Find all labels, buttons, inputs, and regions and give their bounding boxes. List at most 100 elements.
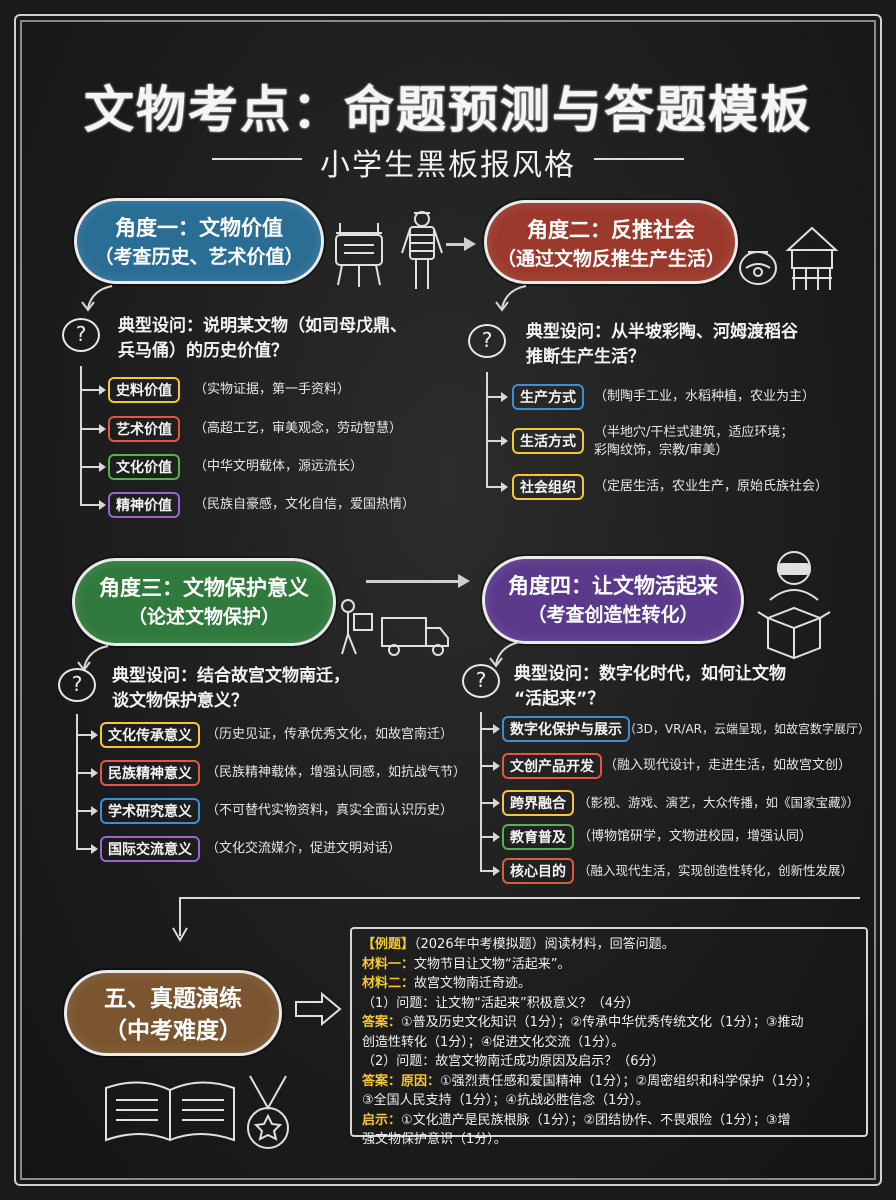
tree-branch xyxy=(480,724,500,734)
angle-4-sub: （考查创造性转化） xyxy=(527,604,699,626)
subtitle-row: 小学生黑板报风格 xyxy=(0,140,896,183)
angle-4-question: 典型设问：数字化时代，如何让文物 “活起来”？ xyxy=(514,662,786,712)
tag-national-spirit: 民族精神意义 xyxy=(100,760,200,786)
angle-3-question: 典型设问：结合故宫文物南迁， 谈文物保护意义？ xyxy=(112,664,350,714)
tag-spiritual-value: 精神价值 xyxy=(108,492,180,518)
ding-icon xyxy=(335,223,383,287)
question-icon: ? xyxy=(58,668,96,702)
tag-artistic-value: 艺术价值 xyxy=(108,416,180,442)
tag-crossover: 跨界融合 xyxy=(502,790,574,816)
tree-branch xyxy=(80,424,106,434)
tag-cultural-value: 文化价值 xyxy=(108,454,180,480)
vr-person-icon xyxy=(769,551,819,601)
desc-education: （博物馆研学，文物进校园，增强认同） xyxy=(578,829,813,844)
connector-arrow xyxy=(172,897,860,942)
angle-2-title: 角度二：反推社会 xyxy=(527,218,695,242)
delivery-drawing xyxy=(341,599,449,656)
example-line: 材料二：故宫文物南迁奇迹。 xyxy=(362,976,532,991)
tree-branch xyxy=(480,832,500,842)
delivery-icon xyxy=(341,599,373,655)
subtitle: 小学生黑板报风格 xyxy=(320,148,576,183)
cloud-angle-2: 角度二：反推社会 （通过文物反推生产生活） xyxy=(484,200,738,284)
truck-icon xyxy=(381,617,449,656)
angle-4-question-line-1: 典型设问：数字化时代，如何让文物 xyxy=(514,664,786,684)
pottery-house-drawing xyxy=(739,226,838,290)
tree-branch xyxy=(80,462,106,472)
angle-4-question-line-2: “活起来”？ xyxy=(514,689,605,709)
example-line: 答案：①普及历史文化知识（1分）；②传承中华优秀传统文化（1分）；③推动 xyxy=(362,1015,804,1030)
ding-warrior-drawing xyxy=(335,211,443,289)
angle-1-question-line-1: 典型设问：说明某文物（如司母戊鼎、 xyxy=(118,316,407,336)
example-line: （2）问题：故宫文物南迁成功原因及启示？（6分） xyxy=(362,1054,665,1069)
angle-1-question: 典型设问：说明某文物（如司母戊鼎、 兵马俑）的历史价值？ xyxy=(118,314,407,364)
warrior-icon xyxy=(401,211,443,289)
tree-line xyxy=(480,712,482,872)
subtitle-line-left xyxy=(212,158,302,160)
desc-international-exchange: （文化交流媒介，促进文明对话） xyxy=(206,841,402,856)
desc-cultural-products: （融入现代设计，走进生活，如故宫文创） xyxy=(604,758,852,773)
example-line: 答案：原因：①强烈责任感和爱国精神（1分）；②周密组织和科学保护（1分）； xyxy=(362,1073,818,1089)
box-icon xyxy=(757,606,831,660)
desc-lifestyle: （半地穴/干栏式建筑，适应环境； 彩陶纹饰，宗教/审美） xyxy=(594,424,793,460)
tag-lifestyle: 生活方式 xyxy=(512,428,584,454)
tree-branch xyxy=(76,768,98,778)
angle-2-sub: （通过文物反推生产生活） xyxy=(496,248,725,270)
desc-national-spirit: （民族精神载体，增强认同感，如抗战气节） xyxy=(206,765,467,780)
desc-lifestyle-line-1: （半地穴/干栏式建筑，适应环境； xyxy=(594,425,794,440)
desc-historical-value: （实物证据，第一手资料） xyxy=(194,382,351,397)
tag-social-organization: 社会组织 xyxy=(512,474,584,500)
desc-academic-research: （不可替代实物资料，真实全面认识历史） xyxy=(206,803,454,818)
practice-title: 五、真题演练 xyxy=(104,986,242,1012)
vr-box-drawing xyxy=(757,551,831,660)
tree-branch xyxy=(76,844,98,854)
book-icon xyxy=(105,1081,235,1142)
example-question-box: 【例题】（2026年中考模拟题）阅读材料，回答问题。 材料一：文物节目让文物“活… xyxy=(350,927,868,1147)
desc-lifestyle-line-2: 彩陶纹饰，宗教/审美） xyxy=(594,443,729,458)
tag-core-purpose: 核心目的 xyxy=(502,858,574,884)
question-icon: ? xyxy=(468,324,506,358)
tree-branch xyxy=(80,500,106,510)
arrow-icon xyxy=(495,285,527,312)
tree-line xyxy=(80,366,82,506)
arrow-icon xyxy=(366,574,470,588)
subtitle-line-right xyxy=(594,158,684,160)
tree-branch xyxy=(486,482,508,492)
tag-production-mode: 生产方式 xyxy=(512,384,584,410)
desc-core-purpose: （融入现代生活，实现创造性转化，创新性发展） xyxy=(578,863,854,878)
tree-branch xyxy=(480,761,500,771)
desc-social-organization: （定居生活，农业生产，原始氏族社会） xyxy=(594,479,829,494)
angle-1-sub: （考查历史、艺术价值） xyxy=(94,246,304,268)
practice-sub: （中考难度） xyxy=(104,1018,242,1044)
example-line: 创造性转化（1分）；④促进文化交流（1分）。 xyxy=(362,1034,625,1050)
angle-1-question-line-2: 兵马俑）的历史价值？ xyxy=(118,341,288,361)
desc-spiritual-value: （民族自豪感，文化自信，爱国热情） xyxy=(194,497,416,512)
tree-line xyxy=(486,372,488,488)
desc-production-mode: （制陶手工业，水稻种植，农业为主） xyxy=(594,389,816,404)
tree-branch xyxy=(486,392,508,402)
tag-digital-protection: 数字化保护与展示 xyxy=(502,716,630,742)
angle-2-question-line-2: 推断生产生活？ xyxy=(526,347,645,367)
page-title: 文物考点：命题预测与答题模板 xyxy=(84,81,812,139)
desc-cultural-heritage: （历史见证，传承优秀文化，如故宫南迁） xyxy=(206,727,454,742)
angle-3-question-line-1: 典型设问：结合故宫文物南迁， xyxy=(112,666,350,686)
desc-cultural-value: （中华文明载体，源远流长） xyxy=(194,459,364,474)
tree-branch xyxy=(80,385,106,395)
desc-artistic-value: （高超工艺，审美观念，劳动智慧） xyxy=(194,421,403,436)
stilt-house-icon xyxy=(785,226,838,290)
angle-2-question: 典型设问：从半坡彩陶、河姆渡稻谷 推断生产生活？ xyxy=(526,320,798,370)
angle-3-sub: （论述文物保护） xyxy=(127,606,280,628)
pottery-icon xyxy=(739,251,777,285)
angle-1-title: 角度一：文物价值 xyxy=(115,216,283,240)
angle-4-title: 角度四：让文物活起来 xyxy=(508,574,718,598)
tag-international-exchange: 国际交流意义 xyxy=(100,836,200,862)
angle-3-question-line-2: 谈文物保护意义？ xyxy=(112,691,248,711)
example-line: 强文物保护意识（1分）。 xyxy=(362,1132,507,1147)
tree-branch xyxy=(480,798,500,808)
arrow-icon xyxy=(295,992,342,1026)
tree-line xyxy=(76,714,78,850)
tag-academic-research: 学术研究意义 xyxy=(100,798,200,824)
angle-3-title: 角度三：文物保护意义 xyxy=(99,576,309,600)
example-line: 材料一：文物节目让文物“活起来”。 xyxy=(362,956,571,972)
medal-icon xyxy=(247,1075,289,1149)
tag-cultural-heritage: 文化传承意义 xyxy=(100,722,200,748)
